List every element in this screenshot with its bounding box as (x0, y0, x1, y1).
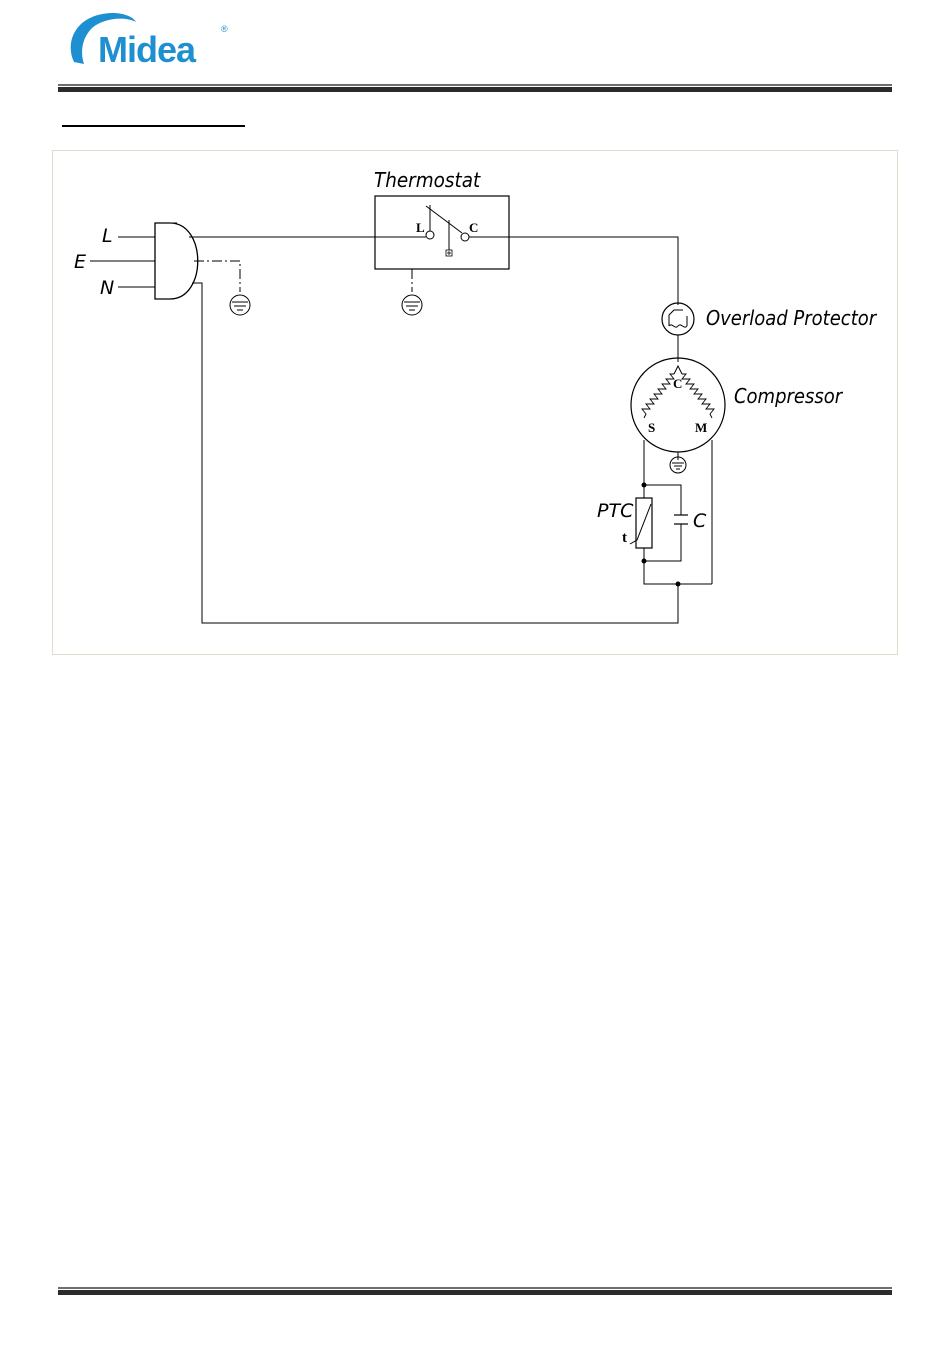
line-label: L (102, 225, 113, 247)
logo-registered-mark: ® (221, 24, 228, 34)
neutral-return-wire (192, 283, 678, 623)
midea-logo: Midea ® (66, 10, 236, 74)
ptc-t-label: t (622, 530, 627, 546)
logo-wordmark: Midea (98, 29, 197, 70)
thermostat-to-overload-wire (509, 237, 678, 305)
overload-protector-icon (662, 303, 694, 335)
thermostat-label: Thermostat (374, 168, 482, 192)
thermostat-switch-icon (426, 206, 462, 233)
compressor-label: Compressor (734, 385, 843, 408)
compressor-winding-main (682, 374, 714, 418)
header-rule (58, 84, 892, 92)
compressor-c-label: C (673, 376, 682, 391)
compressor-m-label: M (695, 420, 707, 435)
footer-rule (58, 1287, 892, 1295)
compressor-s-label: S (648, 420, 655, 435)
earth-label: E (74, 251, 86, 273)
ptc-label: PTC (597, 500, 634, 522)
capacitor-label: C (693, 510, 707, 532)
thermostat-terminal-c (461, 233, 469, 241)
thermostat-terminal-l (426, 231, 434, 239)
neutral-label: N (100, 277, 114, 299)
thermostat-box (375, 196, 509, 269)
overload-protector-label: Overload Protector (706, 307, 877, 330)
plug-icon (155, 223, 198, 299)
thermostat-l-label: L (416, 220, 425, 235)
section-title-underline (62, 125, 245, 127)
plug-ground-icon (230, 295, 250, 315)
compressor-winding-start (642, 374, 674, 418)
plug-earth-wire (194, 261, 240, 292)
wiring-diagram: L E N Thermostat L C Overload Protector … (52, 150, 898, 655)
compressor-icon (631, 358, 725, 452)
thermostat-ground-icon (402, 295, 422, 315)
thermostat-c-label: C (469, 220, 478, 235)
